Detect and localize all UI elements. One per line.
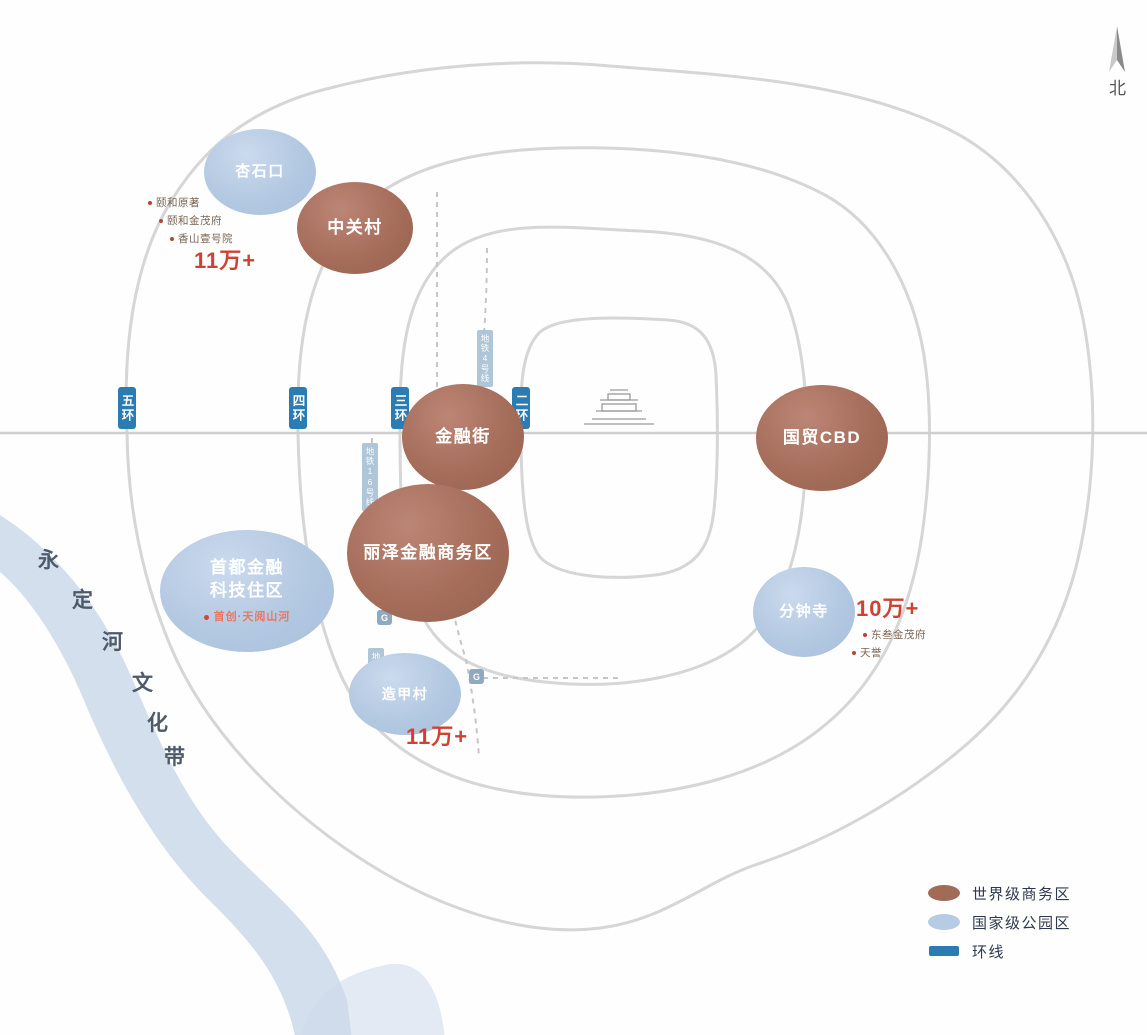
- legend-park-swatch-icon: [928, 914, 960, 930]
- district-xingshikou-label: 杏石口: [235, 162, 285, 180]
- district-zhongguancun: 中关村: [297, 182, 413, 274]
- river-label-char: 化: [147, 711, 168, 735]
- legend-row-park: 国家级公园区: [928, 913, 1072, 932]
- legend-row-business: 世界级商务区: [928, 884, 1072, 903]
- north-arrow-icon: [1109, 26, 1125, 72]
- project-shouchuang: 首创·天阅山河: [203, 610, 291, 625]
- ring-road-5: [124, 61, 1095, 932]
- north-label: 北: [1109, 79, 1127, 98]
- district-fenzhongsi-label: 分钟寺: [779, 602, 829, 620]
- price-southeast: 10万+: [856, 596, 920, 621]
- district-zhongguancun-label: 中关村: [327, 217, 383, 237]
- metro-badge-line4: 地铁4号线: [477, 330, 493, 387]
- bullet-dot-icon: [863, 632, 867, 637]
- metro-logo-glyph: G: [380, 612, 388, 623]
- legend-ring-swatch-icon: [929, 946, 959, 956]
- district-shoudu-label-line1: 首都金融: [210, 558, 284, 578]
- project-item: 香山壹号院: [170, 231, 233, 246]
- project-item-label: 香山壹号院: [178, 233, 233, 245]
- river-branch-shape: [301, 963, 445, 1035]
- project-item: 颐和原著: [148, 195, 233, 210]
- legend-business-swatch-icon: [928, 885, 960, 901]
- river-label-char: 永: [38, 548, 59, 572]
- metro-logo-icon: G: [469, 669, 484, 684]
- legend-business-label: 世界级商务区: [972, 885, 1072, 903]
- district-zaojiacun: 造甲村: [349, 653, 461, 735]
- legend-ring-label: 环线: [972, 943, 1006, 961]
- metro-logo-icon: G: [377, 610, 392, 625]
- legend-park-label: 国家级公园区: [972, 914, 1072, 932]
- project-item: 天誉: [852, 645, 926, 660]
- bullet-dot-icon: [852, 650, 856, 655]
- project-item-label: 颐和原著: [156, 197, 200, 209]
- district-fenzhongsi: 分钟寺: [753, 567, 855, 657]
- district-zaojiacun-label: 造甲村: [381, 685, 429, 702]
- project-item-label: 天誉: [860, 647, 882, 659]
- tiananmen-icon: [584, 389, 654, 425]
- district-guomao-cbd-label: 国贸CBD: [782, 427, 862, 447]
- ring-badge-4-label: 四环: [290, 393, 305, 423]
- river-label-char: 带: [164, 745, 185, 769]
- price-northwest: 11万+: [194, 248, 257, 273]
- project-item: 东叁金茂府: [863, 627, 926, 642]
- ring-road-4: [296, 146, 931, 799]
- ring-badge-4: 四环: [289, 387, 307, 429]
- district-financial-street: 金融街: [402, 384, 524, 490]
- bullet-dot-icon: [148, 200, 152, 205]
- bullet-dot-icon: [203, 614, 209, 620]
- river-label-char: 河: [102, 630, 123, 654]
- district-lize-label: 丽泽金融商务区: [363, 542, 493, 562]
- ring-badge-3-label: 三环: [392, 393, 407, 423]
- project-item-label: 东叁金茂府: [871, 629, 926, 641]
- legend: 世界级商务区 国家级公园区 环线: [928, 884, 1072, 961]
- district-financial-street-label: 金融街: [435, 426, 491, 446]
- metro-badge-line16-label: 地铁16号线: [365, 447, 375, 507]
- metro-badge-line4-label: 地铁4号线: [480, 334, 490, 383]
- district-lize: 丽泽金融商务区: [347, 484, 509, 622]
- project-list-southeast: 东叁金茂府 天誉: [852, 627, 926, 660]
- project-item-label: 颐和金茂府: [167, 215, 222, 227]
- project-shouchuang-label: 首创·天阅山河: [213, 611, 291, 624]
- river-label-char: 文: [132, 671, 153, 695]
- metro-logo-glyph: G: [472, 671, 480, 682]
- metro-badge-line16: 地铁16号线: [362, 443, 378, 511]
- legend-row-ring: 环线: [928, 942, 1071, 961]
- district-shoudu-label-line2: 科技住区: [210, 581, 284, 601]
- district-xingshikou: 杏石口: [204, 129, 316, 215]
- district-guomao-cbd: 国贸CBD: [756, 385, 888, 491]
- ring-badge-5-label: 五环: [119, 393, 134, 423]
- ring-road-2: [519, 316, 719, 579]
- project-list-northwest: 颐和原著 颐和金茂府 香山壹号院: [148, 195, 233, 246]
- river-label-char: 定: [72, 588, 93, 612]
- ring-badge-5: 五环: [118, 387, 136, 429]
- bullet-dot-icon: [170, 236, 174, 241]
- bullet-dot-icon: [159, 218, 163, 223]
- project-item: 颐和金茂府: [159, 213, 233, 228]
- price-south: 11万+: [406, 724, 469, 749]
- district-shoudu-fintech: 首都金融 科技住区 首创·天阅山河: [160, 530, 334, 652]
- river-shape: [0, 515, 352, 1035]
